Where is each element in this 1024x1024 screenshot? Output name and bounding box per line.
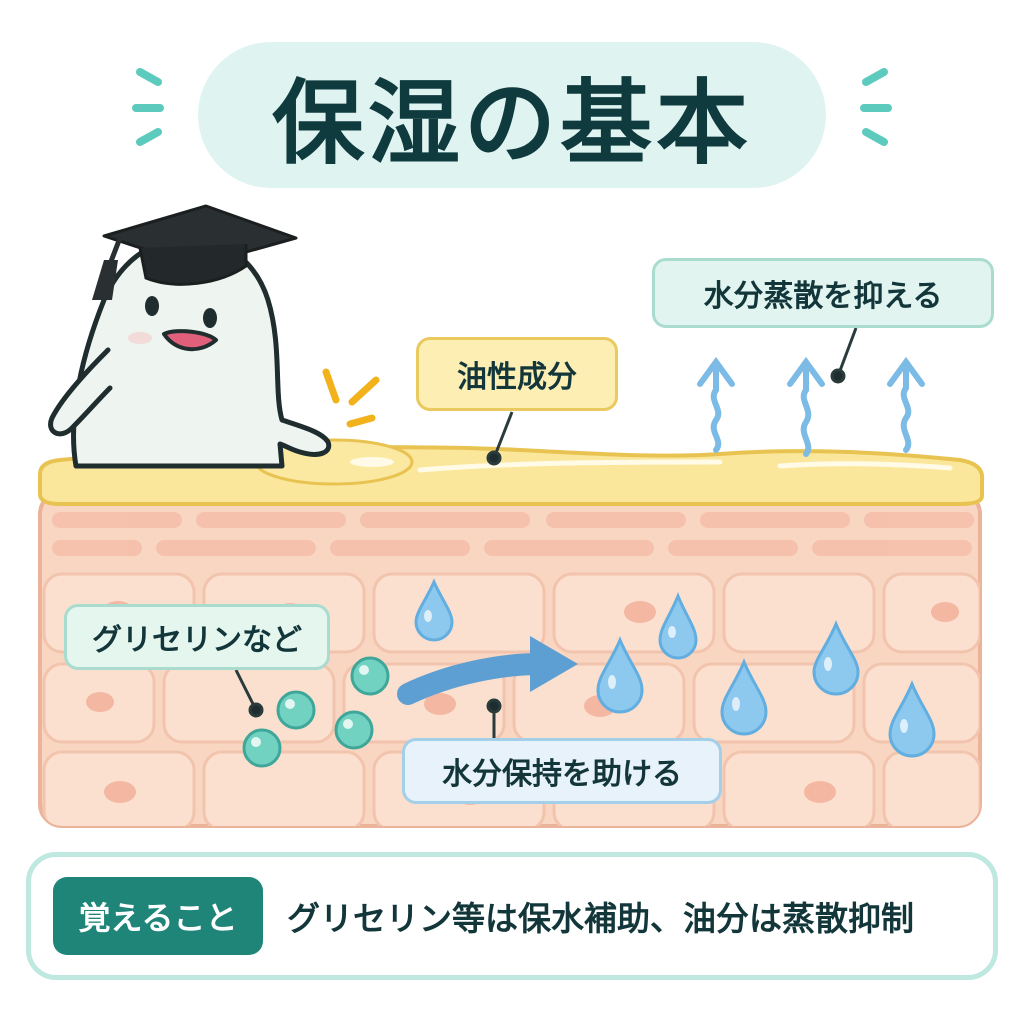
- leader-lines: [234, 327, 858, 740]
- steam-arrow-icon: [697, 356, 925, 457]
- label-water-retention: 水分保持を助ける: [402, 738, 722, 804]
- label-oil-component: 油性成分: [416, 337, 618, 411]
- mascot-character: [48, 235, 332, 469]
- skin-diagram: [38, 204, 985, 828]
- summary-box: 覚えること グリセリン等は保水補助、油分は蒸散抑制: [26, 852, 998, 980]
- page-title: 保湿の基本: [271, 69, 752, 177]
- label-glycerin: グリセリンなど: [64, 604, 330, 670]
- title-banner: 保湿の基本: [198, 42, 826, 188]
- graduation-cap-icon: [92, 204, 298, 300]
- summary-text: グリセリン等は保水補助、油分は蒸散抑制: [287, 899, 914, 938]
- water-drop-icon: [414, 578, 936, 758]
- arrow-right-icon: [397, 636, 578, 705]
- sparkle-icon: [322, 368, 380, 428]
- title-decoration: [132, 68, 892, 146]
- label-evaporation: 水分蒸散を抑える: [652, 258, 994, 328]
- summary-tag: 覚えること: [53, 877, 263, 955]
